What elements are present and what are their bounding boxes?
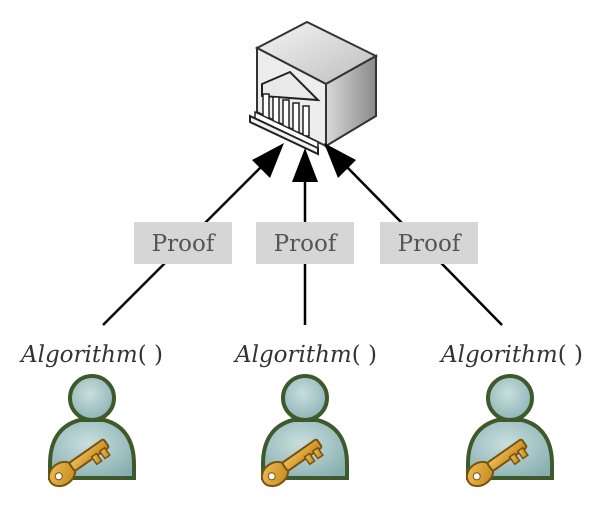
algorithm-label-2: Algorithm( ) [233,342,377,368]
arrowhead-right [324,143,356,178]
algorithm-parens: ( ) [352,342,377,368]
arrowhead-left [252,143,284,178]
algorithm-name: Algorithm [233,342,352,368]
proof-box-2: Proof [256,222,354,264]
arrowhead-center [292,148,318,182]
arrowheads [252,143,356,182]
proof-label: Proof [274,231,338,257]
algorithm-name: Algorithm [19,342,138,368]
algorithm-label-3: Algorithm( ) [439,342,583,368]
user-with-key-icon [460,374,554,494]
algorithm-name: Algorithm [439,342,558,368]
proof-label: Proof [398,231,462,257]
proof-box-1: Proof [134,222,232,264]
user-with-key-icon [255,374,349,494]
proof-box-3: Proof [380,222,478,264]
algorithm-label-1: Algorithm( ) [19,342,163,368]
algorithm-parens: ( ) [558,342,583,368]
user-with-key-icon [42,374,136,494]
algorithm-parens: ( ) [138,342,163,368]
bank-server-icon [249,20,379,156]
proof-label: Proof [152,231,216,257]
